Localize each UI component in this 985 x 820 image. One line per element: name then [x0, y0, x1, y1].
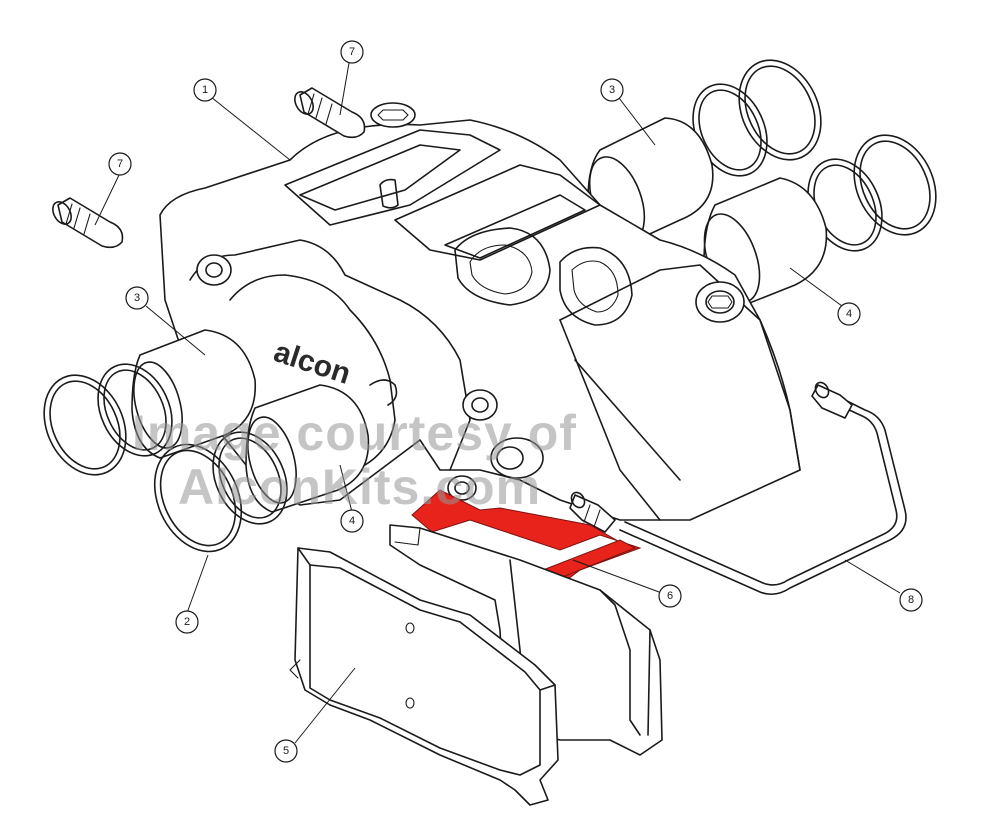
callout-3-left-label: 3 — [134, 292, 140, 304]
left-seal-rings — [43, 363, 288, 553]
callout-3-right: 3 — [600, 78, 624, 102]
callout-3-left: 3 — [125, 286, 149, 310]
brake-pad-rear — [389, 524, 663, 756]
callout-1-label: 1 — [202, 84, 208, 96]
callout-7-top-label: 7 — [349, 46, 355, 58]
brake-pad-front — [289, 547, 559, 806]
watermark-line-1: Image courtesy of — [132, 405, 577, 461]
right-seal-rings — [692, 59, 937, 252]
callout-4-left: 4 — [340, 509, 364, 533]
leader-lines — [94, 62, 901, 744]
brake-pipe — [569, 381, 907, 596]
watermark-line-2: AlconKits.com — [178, 459, 542, 515]
callout-3-right-label: 3 — [609, 84, 615, 96]
bleed-screw-left — [52, 197, 124, 249]
bleed-screw-top — [294, 87, 366, 139]
callout-6-label: 6 — [667, 590, 673, 602]
callout-2-label: 2 — [184, 616, 190, 628]
callout-4-right-label: 4 — [846, 308, 852, 320]
callout-1: 1 — [193, 78, 217, 102]
callout-2: 2 — [175, 610, 199, 634]
callout-5: 5 — [274, 739, 298, 763]
callout-8: 8 — [899, 588, 923, 612]
callout-4-right: 4 — [837, 302, 861, 326]
callout-6: 6 — [658, 584, 682, 608]
callout-7-left-label: 7 — [117, 158, 123, 170]
callout-8-label: 8 — [908, 594, 914, 606]
callout-7-top: 7 — [340, 40, 364, 64]
callout-5-label: 5 — [283, 745, 289, 757]
callout-4-left-label: 4 — [349, 515, 355, 527]
callout-7-left: 7 — [108, 152, 132, 176]
left-pistons — [131, 329, 370, 513]
